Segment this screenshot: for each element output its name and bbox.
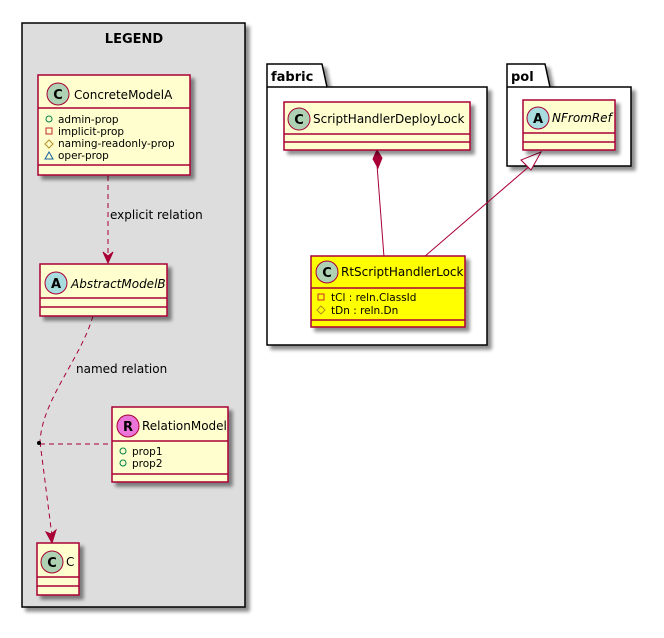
prop: prop1: [132, 446, 163, 458]
class-name: C: [66, 555, 74, 569]
class-badge-icon: [40, 550, 64, 574]
protected-icon: [44, 139, 54, 149]
named-relation-label: named relation: [76, 362, 167, 376]
class-name: ConcreteModelA: [74, 88, 173, 102]
class-badge-icon: [287, 107, 311, 131]
class-name: AbstractModelB: [70, 277, 166, 291]
class-name: ScriptHandlerDeployLock: [313, 112, 464, 126]
class-rt-script-handler-lock: C RtScriptHandlerLock tCl : reln.ClassId…: [310, 255, 466, 328]
relation-badge-icon: [116, 414, 140, 438]
badge-letter: A: [51, 277, 61, 292]
explicit-relation-label: explicit relation: [110, 208, 203, 222]
badge-letter: C: [322, 266, 332, 281]
protected-icon: [316, 305, 326, 315]
relation-inheritance: [423, 151, 543, 258]
badge-letter: C: [294, 113, 304, 128]
package-pol-label: pol: [511, 70, 534, 85]
badge-letter: R: [123, 420, 133, 435]
prop: tCl : reln.ClassId: [331, 292, 416, 304]
relation-explicit: explicit relation: [102, 176, 203, 265]
class-relation-model: R RelationModel prop1 prop2: [111, 406, 229, 483]
private-icon: [317, 293, 325, 301]
package-icon: [44, 150, 54, 160]
prop: tDn : reln.Dn: [331, 305, 398, 317]
abstract-badge-icon: [44, 271, 68, 295]
abstract-badge-icon: [526, 106, 550, 130]
class-abstract-model-b: A AbstractModelB: [39, 263, 168, 317]
prop: naming-readonly-prop: [58, 138, 175, 150]
badge-letter: C: [53, 88, 63, 103]
class-c: C C: [36, 542, 80, 596]
relation-named: named relation: [37, 315, 167, 545]
badge-letter: A: [533, 112, 543, 127]
public-icon: [45, 115, 53, 123]
public-icon: [119, 447, 127, 455]
legend-title: LEGEND: [105, 32, 164, 47]
private-icon: [45, 127, 53, 135]
public-icon: [119, 459, 127, 467]
class-name: RtScriptHandlerLock: [341, 265, 464, 279]
class-badge-icon: [315, 260, 339, 284]
class-name: RelationModel: [142, 419, 227, 433]
class-name: NFromRef: [552, 111, 614, 125]
prop: admin-prop: [58, 114, 119, 126]
class-script-handler-deploy-lock: C ScriptHandlerDeployLock: [283, 101, 471, 151]
prop: oper-prop: [58, 150, 109, 162]
class-badge-icon: [46, 82, 70, 106]
prop: prop2: [132, 458, 163, 470]
package-fabric-label: fabric: [271, 70, 313, 85]
class-nfromref: A NFromRef: [522, 99, 616, 151]
prop: implicit-prop: [58, 126, 124, 138]
badge-letter: C: [47, 556, 57, 571]
class-concrete-model-a: C ConcreteModelA admin-prop implicit-pro…: [37, 74, 191, 176]
relation-composition: [372, 148, 385, 258]
